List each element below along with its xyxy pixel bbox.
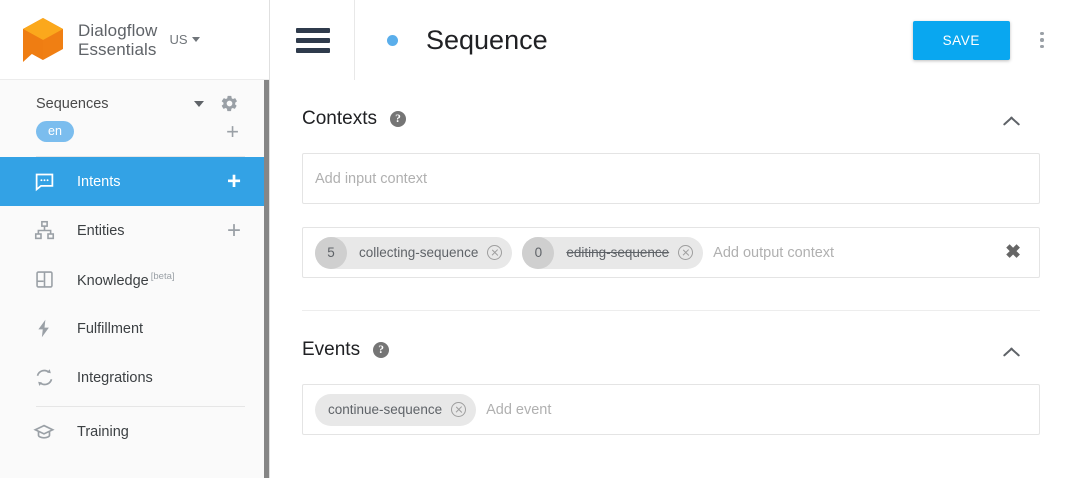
event-chip-label: continue-sequence — [328, 402, 443, 417]
status-dot-icon — [387, 34, 398, 46]
page-title: Sequence — [426, 24, 548, 55]
context-chip-label: editing-sequence — [566, 245, 670, 260]
gear-icon[interactable] — [220, 94, 239, 113]
add-language-button[interactable]: + — [226, 118, 239, 144]
contexts-title: Contexts — [302, 108, 377, 129]
clear-all-icon[interactable]: ✖ — [1005, 241, 1021, 263]
sidebar-item-label: Entities — [77, 222, 125, 239]
sidebar-divider-top — [36, 156, 245, 157]
integrations-refresh-icon — [33, 367, 55, 389]
region-label: US — [169, 32, 188, 47]
sidebar-item-label: Training — [77, 423, 129, 440]
events-section-header: Events ? — [302, 311, 1040, 361]
kebab-dot — [1040, 44, 1044, 49]
top-bar: Sequence SAVE — [270, 0, 1072, 80]
context-lifespan-badge: 5 — [315, 236, 347, 269]
main-panel: Sequence SAVE Contexts ? Add input conte… — [270, 0, 1072, 478]
event-chip[interactable]: continue-sequence — [315, 393, 477, 426]
contexts-section-header: Contexts ? — [302, 80, 1040, 130]
events-field[interactable]: continue-sequence Add event — [302, 384, 1040, 435]
sidebar-item-integrations[interactable]: Integrations — [0, 353, 269, 402]
language-pill-en[interactable]: en — [36, 121, 74, 142]
help-icon[interactable]: ? — [389, 111, 406, 127]
fulfillment-bolt-icon — [33, 318, 55, 340]
context-lifespan-badge: 0 — [522, 236, 555, 269]
context-chip[interactable]: 0 editing-sequence — [522, 236, 704, 269]
section-divider — [302, 310, 1040, 311]
brand-header: Dialogflow Essentials US — [0, 0, 269, 80]
sidebar-divider-bottom — [36, 406, 245, 407]
sidebar-item-knowledge[interactable]: Knowledge[beta] — [0, 255, 269, 304]
sidebar-item-entities[interactable]: Entities + — [0, 206, 269, 255]
chevron-up-icon[interactable] — [1003, 342, 1020, 359]
sidebar: Dialogflow Essentials US Sequences en + — [0, 0, 270, 478]
hamburger-bar — [296, 37, 330, 43]
sidebar-item-label: Integrations — [77, 369, 153, 386]
knowledge-book-icon — [33, 269, 55, 291]
sidebar-scrollbar[interactable] — [264, 80, 269, 478]
sidebar-item-label: Knowledge[beta] — [77, 271, 255, 289]
input-context-placeholder: Add input context — [315, 170, 428, 187]
beta-badge: [beta] — [150, 270, 175, 282]
toolbar-divider — [354, 0, 355, 80]
kebab-dot — [1040, 31, 1044, 36]
brand-line-2: Essentials — [78, 39, 157, 59]
sidebar-item-label: Fulfillment — [77, 320, 144, 337]
chevron-down-icon — [191, 37, 200, 42]
content-area: Contexts ? Add input context 5 collectin… — [270, 80, 1072, 435]
input-context-field[interactable]: Add input context — [302, 153, 1040, 204]
remove-chip-icon[interactable] — [678, 245, 694, 260]
events-title: Events — [302, 339, 361, 360]
context-chip-label: collecting-sequence — [359, 245, 479, 260]
add-entity-button[interactable]: + — [226, 216, 241, 244]
hamburger-bar — [296, 27, 330, 33]
brand-line-1: Dialogflow — [78, 20, 158, 40]
entities-hierarchy-icon — [33, 220, 55, 242]
chevron-down-icon[interactable] — [194, 100, 204, 107]
output-context-placeholder: Add output context — [713, 244, 835, 261]
top-bar-actions: SAVE — [912, 20, 1072, 60]
knowledge-label-text: Knowledge — [77, 272, 149, 289]
hamburger-menu-icon[interactable] — [296, 27, 330, 53]
sidebar-item-fulfillment[interactable]: Fulfillment — [0, 304, 269, 353]
hamburger-bar — [296, 47, 330, 53]
remove-chip-icon[interactable] — [487, 245, 503, 260]
output-context-field[interactable]: 5 collecting-sequence 0 editing-sequence… — [302, 227, 1040, 278]
sidebar-item-training[interactable]: Training — [0, 407, 269, 456]
chevron-up-icon[interactable] — [1003, 111, 1020, 128]
kebab-menu-icon[interactable] — [1032, 31, 1052, 49]
region-selector[interactable]: US — [169, 32, 200, 47]
agent-selector[interactable]: Sequences — [0, 80, 269, 119]
event-placeholder: Add event — [486, 401, 552, 418]
dialogflow-cube-logo — [23, 17, 63, 62]
help-icon[interactable]: ? — [373, 342, 390, 358]
training-graduation-cap-icon — [33, 421, 55, 443]
context-chip[interactable]: 5 collecting-sequence — [315, 236, 513, 269]
sidebar-item-intents[interactable]: Intents + — [0, 157, 269, 206]
remove-chip-icon[interactable] — [451, 402, 467, 417]
save-button[interactable]: SAVE — [912, 20, 1010, 60]
language-row: en + — [0, 119, 269, 152]
brand-title: Dialogflow Essentials — [78, 21, 157, 59]
add-intent-button[interactable]: + — [226, 167, 241, 195]
sidebar-item-label: Intents — [77, 173, 121, 190]
kebab-dot — [1040, 38, 1044, 42]
agent-name: Sequences — [36, 95, 109, 112]
intents-chat-icon — [33, 171, 55, 193]
